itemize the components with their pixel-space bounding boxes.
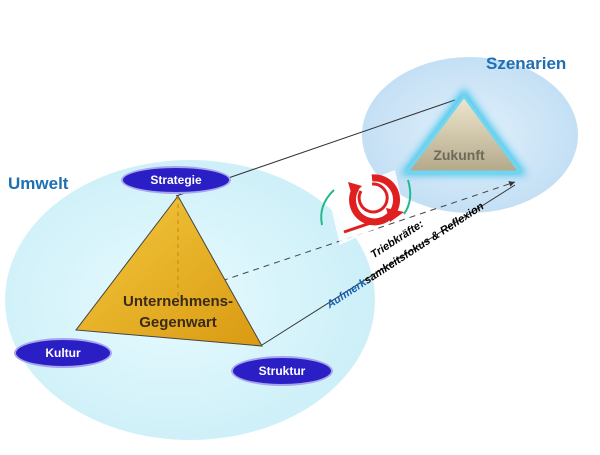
strategie-node: Strategie xyxy=(121,166,231,194)
line-bottom xyxy=(261,184,516,346)
pyramid-label-line2: Gegenwart xyxy=(139,314,217,331)
kultur-node: Kultur xyxy=(14,338,112,368)
future-triangle xyxy=(405,94,522,174)
szenarien-label: Szenarien xyxy=(486,54,567,73)
present-pyramid xyxy=(75,195,263,347)
driver-cycle-icon xyxy=(320,170,412,245)
pyramid-label-line1: Unternehmens- xyxy=(122,293,234,310)
zukunft-label: Zukunft xyxy=(433,147,485,163)
umwelt-label: Umwelt xyxy=(8,174,69,193)
struktur-node: Struktur xyxy=(231,356,333,386)
